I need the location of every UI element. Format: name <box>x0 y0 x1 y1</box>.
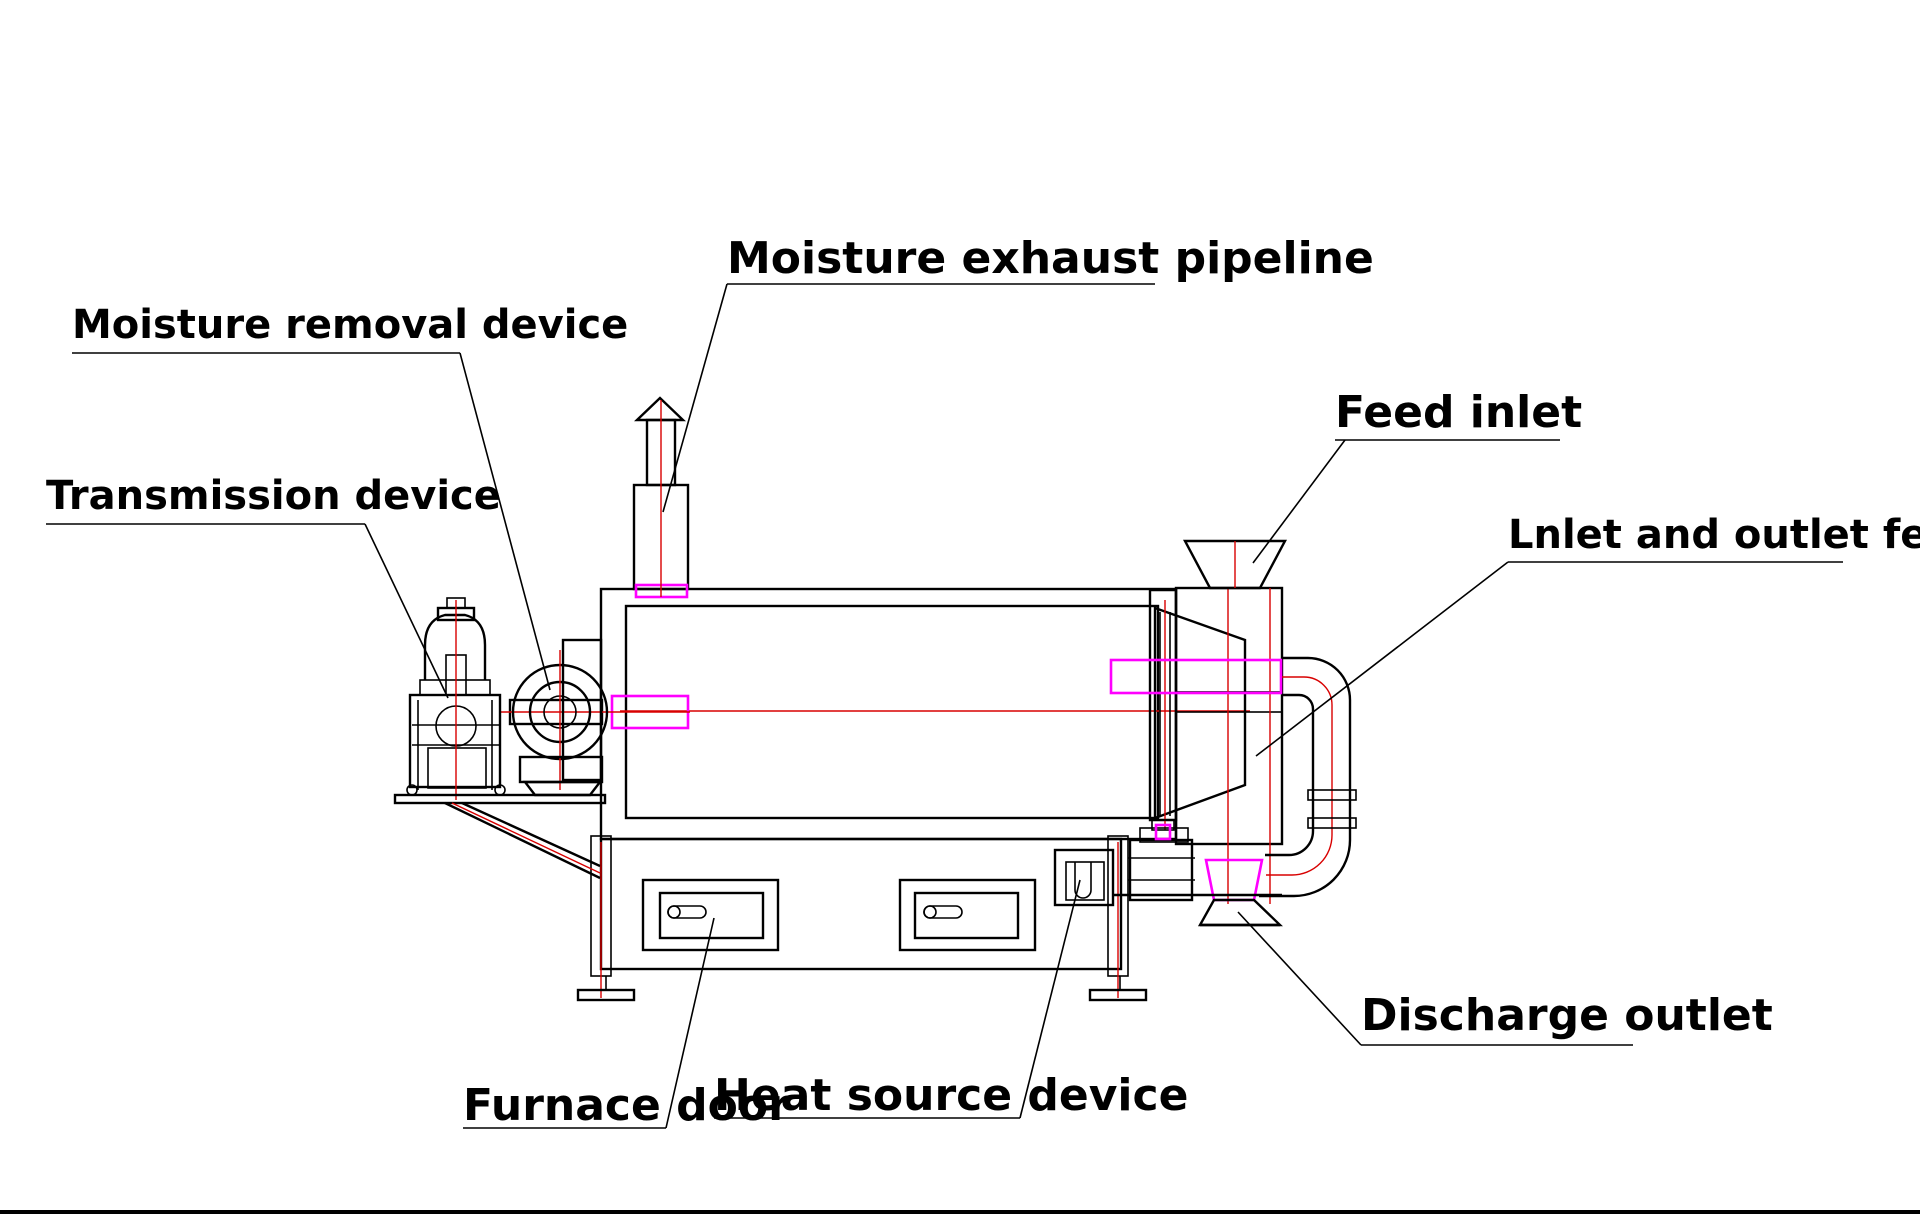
label-text-inlet-outlet-feeder: Lnlet and outlet feeder <box>1508 512 1920 558</box>
leader-inlet-outlet-feeder <box>1255 561 1509 757</box>
label-discharge-outlet: Discharge outlet <box>1237 911 1773 1046</box>
leader-moisture-exhaust-pipeline <box>662 283 728 513</box>
leader-heat-source-device <box>1019 879 1081 1119</box>
return-pipe <box>1259 656 1357 898</box>
label-moisture-exhaust-pipeline: Moisture exhaust pipeline <box>662 233 1374 513</box>
label-text-heat-source-device: Heat source device <box>714 1070 1188 1121</box>
furnace-base <box>576 835 1148 1002</box>
furnace-door-left <box>641 878 780 952</box>
leader-feed-inlet <box>1252 439 1346 564</box>
label-inlet-outlet-feeder: Lnlet and outlet feeder <box>1255 512 1920 757</box>
leader-transmission-device <box>364 523 449 699</box>
motor-platform <box>393 784 607 880</box>
leader-moisture-removal-device <box>459 352 551 691</box>
label-text-moisture-exhaust-pipeline: Moisture exhaust pipeline <box>727 233 1374 284</box>
label-text-moisture-removal-device: Moisture removal device <box>72 302 628 348</box>
label-furnace-door: Furnace door <box>463 917 790 1131</box>
moisture-removal-fan <box>511 638 609 797</box>
label-text-discharge-outlet: Discharge outlet <box>1361 990 1773 1041</box>
feed-inlet-hopper <box>1183 539 1287 590</box>
feeder-housing <box>1109 586 1284 904</box>
label-moisture-removal-device: Moisture removal device <box>72 302 628 691</box>
label-feed-inlet: Feed inlet <box>1252 387 1582 564</box>
label-text-transmission-device: Transmission device <box>46 473 501 519</box>
drum-end-seal <box>1148 588 1247 830</box>
feeder-support <box>1113 819 1282 902</box>
leader-discharge-outlet <box>1237 911 1362 1046</box>
exhaust-stack <box>632 396 690 599</box>
label-text-furnace-door: Furnace door <box>463 1080 790 1131</box>
label-transmission-device: Transmission device <box>46 473 501 699</box>
leader-furnace-door <box>665 917 715 1129</box>
furnace-door-right <box>898 878 1037 952</box>
heat-source-box <box>1053 848 1115 907</box>
transmission-motor <box>408 597 502 800</box>
drive-shaft <box>500 694 690 730</box>
label-text-feed-inlet: Feed inlet <box>1335 387 1582 438</box>
drum-body <box>599 587 1250 841</box>
label-heat-source-device: Heat source device <box>714 879 1188 1121</box>
discharge-outlet <box>1197 858 1283 927</box>
